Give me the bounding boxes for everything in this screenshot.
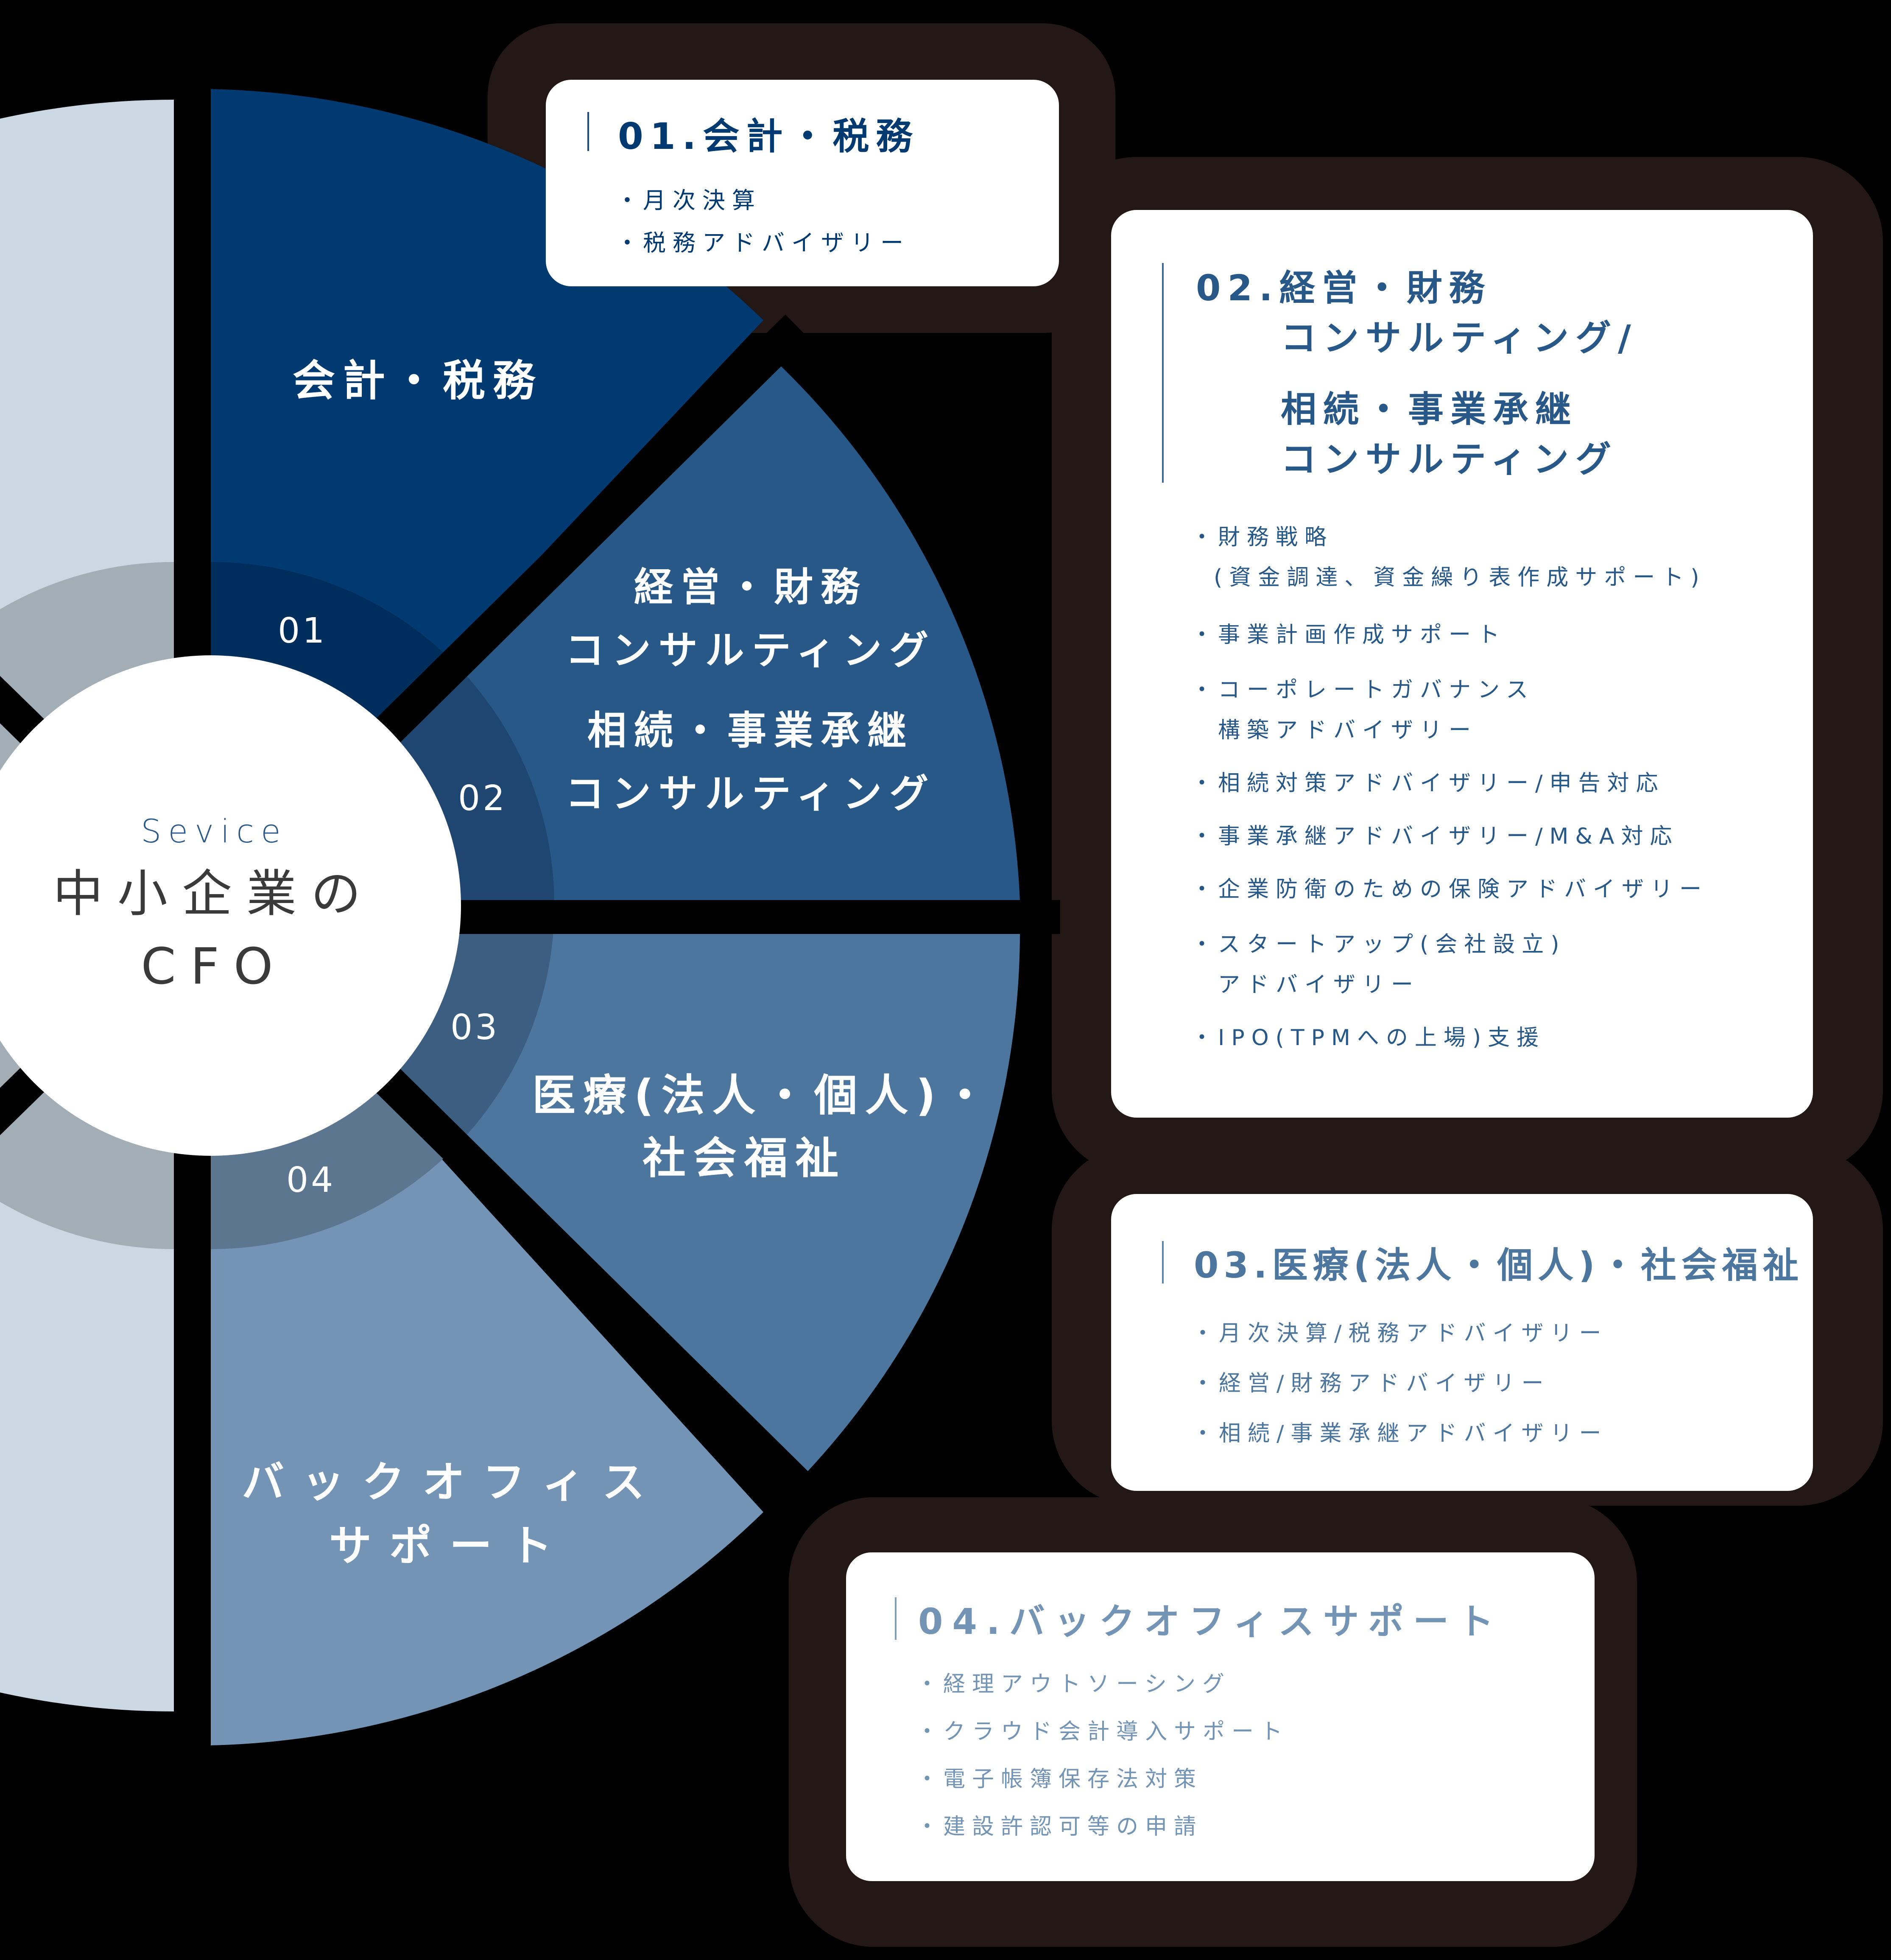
center-label: Sevice 中小企業の CFO: [23, 812, 405, 1003]
card-01-items: ・月次決算 ・税務アドバイザリー: [616, 179, 910, 264]
card-02-item: ・事業計画作成サポート: [1191, 622, 1507, 648]
card-02-management-finance: 02.経営・財務 コンサルティング/ 相続・事業承継 コンサルティング ・財務戦…: [1111, 210, 1813, 1118]
card-01-item: ・税務アドバイザリー: [616, 229, 910, 256]
segment-02-number: 02: [458, 778, 508, 819]
card-04-item: ・電子帳簿保存法対策: [916, 1767, 1203, 1792]
card-01-title: 01.会計・税務: [587, 109, 919, 164]
card-03-item: ・月次決算/税務アドバイザリー: [1192, 1321, 1608, 1346]
card-02-title: 02.経営・財務 コンサルティング/ 相続・事業承継 コンサルティング: [1162, 263, 1638, 484]
card-04-item: ・建設許認可等の申請: [916, 1814, 1203, 1840]
segment-02-label[interactable]: 経営・財務 コンサルティング 相続・事業承継 コンサルティング: [565, 565, 936, 817]
card-04-items: ・経理アウトソーシング ・クラウド会計導入サポート ・電子帳簿保存法対策 ・建設…: [916, 1661, 1289, 1851]
segment-04-number: 04: [286, 1160, 336, 1200]
segment-01-label[interactable]: 会計・税務: [293, 356, 543, 405]
title-accent-bar: [1162, 263, 1164, 483]
card-04-title: 04.バックオフィスサポート: [895, 1595, 1503, 1648]
card-04-item: ・クラウド会計導入サポート: [916, 1719, 1290, 1745]
card-02-item: ・IPO(TPMへの上場)支援: [1191, 1025, 1546, 1051]
segment-03-label[interactable]: 医療(法人・個人)・ 社会福祉: [532, 1071, 994, 1184]
card-03-medical-welfare: 03.医療(法人・個人)・社会福祉 ・月次決算/税務アドバイザリー ・経営/財務…: [1111, 1194, 1813, 1491]
card-01-item: ・月次決算: [616, 187, 762, 214]
card-03-item: ・経営/財務アドバイザリー: [1192, 1371, 1550, 1396]
card-01-accounting-tax: 01.会計・税務 ・月次決算 ・税務アドバイザリー: [546, 80, 1059, 286]
segment-01-number: 01: [278, 611, 327, 651]
card-03-title: 03.医療(法人・個人)・社会福祉: [1162, 1239, 1804, 1292]
card-03-item: ・相続/事業承継アドバイザリー: [1192, 1421, 1608, 1446]
card-02-item: ・企業防衛のための保険アドバイザリー: [1191, 877, 1709, 902]
card-02-items: ・財務戦略(資金調達、資金繰り表作成サポート) ・事業計画作成サポート ・コーポ…: [1191, 517, 1708, 1058]
segment-04-label[interactable]: バックオフィス サポート: [242, 1457, 662, 1571]
title-accent-bar: [895, 1597, 897, 1640]
title-accent-bar: [1162, 1241, 1164, 1283]
card-03-items: ・月次決算/税務アドバイザリー ・経営/財務アドバイザリー ・相続/事業承継アド…: [1192, 1309, 1608, 1459]
card-02-item: ・事業承継アドバイザリー/M&A対応: [1191, 824, 1679, 849]
center-title-line2: CFO: [141, 937, 288, 996]
card-02-item: ・相続対策アドバイザリー/申告対応: [1191, 771, 1665, 796]
center-title-line1: 中小企業の: [53, 864, 375, 923]
card-02-item: ・コーポレートガバナンス構築アドバイザリー: [1191, 677, 1535, 743]
center-subtitle: Sevice: [141, 812, 288, 850]
card-02-item: ・財務戦略(資金調達、資金繰り表作成サポート): [1191, 525, 1706, 590]
card-04-item: ・経理アウトソーシング: [916, 1672, 1231, 1697]
segment-03-number: 03: [450, 1007, 500, 1048]
center-circle: [0, 655, 461, 1156]
title-accent-bar: [587, 112, 589, 151]
card-02-item: ・スタートアップ(会社設立)アドバイザリー: [1191, 932, 1566, 998]
card-04-back-office: 04.バックオフィスサポート ・経理アウトソーシング ・クラウド会計導入サポート…: [846, 1552, 1595, 1881]
